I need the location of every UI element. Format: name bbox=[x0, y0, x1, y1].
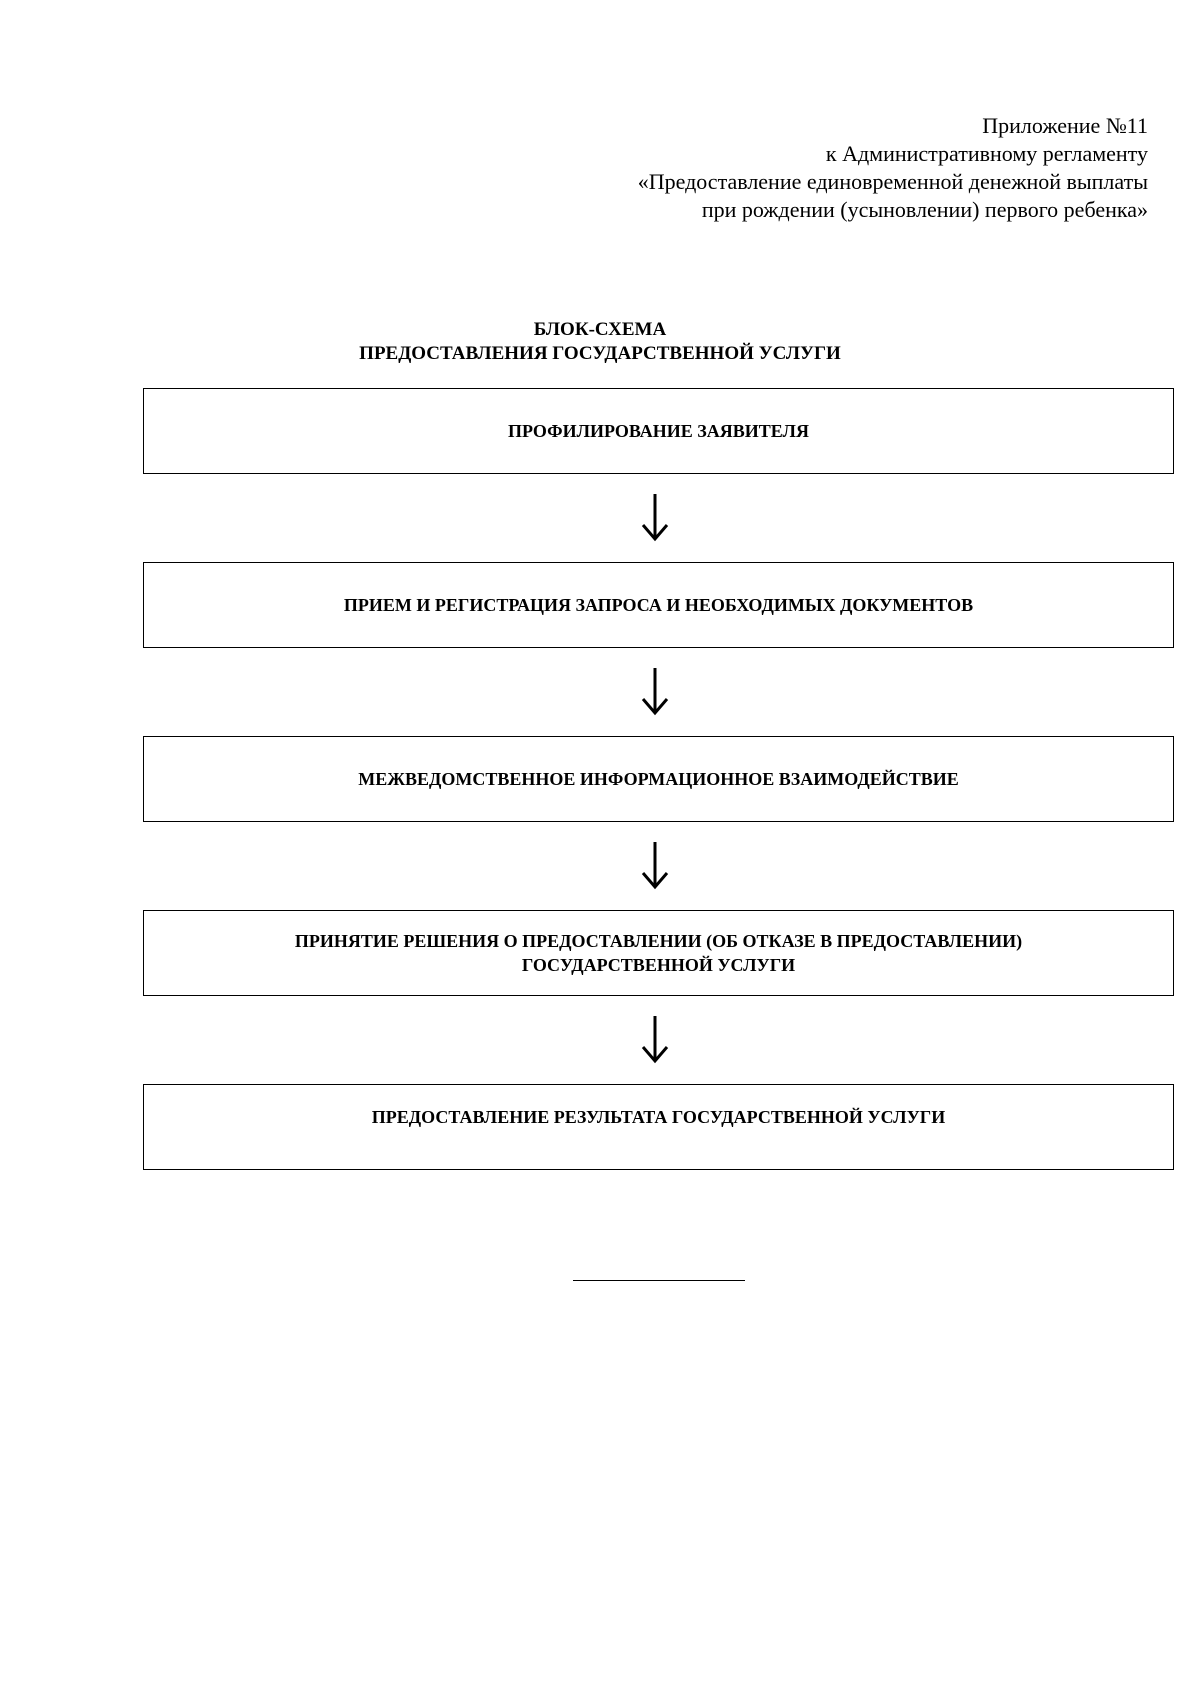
flowchart-title-line-2: ПРЕДОСТАВЛЕНИЯ ГОСУДАРСТВЕННОЙ УСЛУГИ bbox=[359, 343, 841, 364]
arrow-down-icon bbox=[641, 668, 669, 716]
appendix-regulation-title: «Предоставление единовременной денежной … bbox=[637, 169, 1148, 194]
appendix-reference: к Административному регламенту bbox=[825, 141, 1148, 166]
step-box-profiling: ПРОФИЛИРОВАНИЕ ЗАЯВИТЕЛЯ bbox=[143, 388, 1174, 474]
step-box-decision: ПРИНЯТИЕ РЕШЕНИЯ О ПРЕДОСТАВЛЕНИИ (ОБ ОТ… bbox=[143, 910, 1174, 996]
step-box-result: ПРЕДОСТАВЛЕНИЕ РЕЗУЛЬТАТА ГОСУДАРСТВЕННО… bbox=[143, 1084, 1174, 1170]
arrow-down-icon bbox=[641, 842, 669, 890]
step-label: ПРОФИЛИРОВАНИЕ ЗАЯВИТЕЛЯ bbox=[508, 421, 809, 441]
step-box-interagency: МЕЖВЕДОМСТВЕННОЕ ИНФОРМАЦИОННОЕ ВЗАИМОДЕ… bbox=[143, 736, 1174, 822]
step-label: ПРЕДОСТАВЛЕНИЕ РЕЗУЛЬТАТА ГОСУДАРСТВЕННО… bbox=[371, 1107, 946, 1127]
flowchart-title: БЛОК-СХЕМА ПРЕДОСТАВЛЕНИЯ ГОСУДАРСТВЕННО… bbox=[0, 318, 1200, 366]
appendix-regulation-title-continued: при рождении (усыновлении) первого ребен… bbox=[701, 197, 1148, 222]
step-label: МЕЖВЕДОМСТВЕННОЕ ИНФОРМАЦИОННОЕ ВЗАИМОДЕ… bbox=[358, 769, 959, 789]
flowchart-title-line-1: БЛОК-СХЕМА bbox=[533, 319, 667, 340]
arrow-down-icon bbox=[641, 494, 669, 542]
step-label-line-2: ГОСУДАРСТВЕННОЙ УСЛУГИ bbox=[521, 955, 796, 975]
appendix-number: Приложение №11 bbox=[982, 113, 1148, 138]
step-label: ПРИЕМ И РЕГИСТРАЦИЯ ЗАПРОСА И НЕОБХОДИМЫ… bbox=[343, 595, 974, 615]
step-box-registration: ПРИЕМ И РЕГИСТРАЦИЯ ЗАПРОСА И НЕОБХОДИМЫ… bbox=[143, 562, 1174, 648]
step-label-line-1: ПРИНЯТИЕ РЕШЕНИЯ О ПРЕДОСТАВЛЕНИИ (ОБ ОТ… bbox=[294, 931, 1023, 951]
appendix-header: Приложение №11 к Административному регла… bbox=[638, 112, 1148, 224]
footer-separator-line bbox=[573, 1280, 745, 1281]
arrow-down-icon bbox=[641, 1016, 669, 1064]
